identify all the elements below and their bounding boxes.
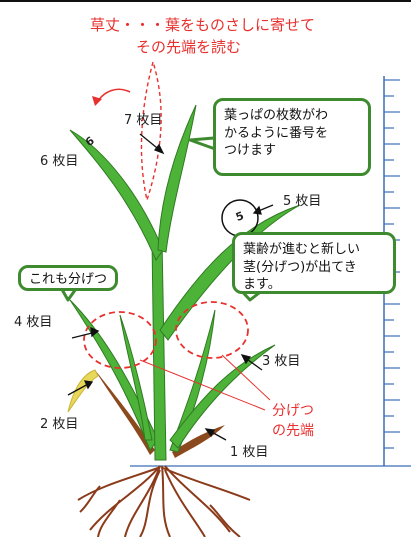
callout-tiller-too: これも分げつ bbox=[18, 265, 118, 291]
callout-tiller-age: 葉齢が進むと新しい 茎(分げつ)が出てき ます。 bbox=[232, 232, 396, 294]
tiller-left bbox=[119, 314, 153, 441]
leaf-5 bbox=[159, 204, 301, 341]
callout-numbering: 葉っぱの枚数がわ かるように番号を つけます bbox=[213, 98, 371, 176]
leaf-2-label: 2 枚目 bbox=[40, 417, 79, 432]
measuring-ruler bbox=[130, 76, 411, 467]
leaf-3 bbox=[169, 344, 276, 449]
tiller-ellipse-left bbox=[83, 311, 157, 369]
curved-arrow-head bbox=[92, 96, 102, 106]
leaf-1-label: 1 枚目 bbox=[230, 445, 269, 460]
measured-leaf-outline bbox=[140, 59, 162, 203]
label-arrows bbox=[67, 133, 274, 441]
leaf-7 bbox=[157, 104, 197, 253]
tiller-tip-label-line1: 分げつ bbox=[272, 403, 314, 419]
leaf-3-label: 3 枚目 bbox=[262, 354, 301, 369]
diagram-title-line2: その先端を読む bbox=[136, 38, 242, 56]
leaf-6 bbox=[69, 129, 164, 262]
pointer-line-right bbox=[221, 354, 271, 401]
diagram-title-line1: 草丈・・・葉をものさしに寄せて bbox=[90, 16, 316, 34]
leaf-7-label: 7 枚目 bbox=[124, 113, 163, 128]
pointer-line-left bbox=[139, 359, 266, 411]
leaf-5-label: 5 枚目 bbox=[283, 194, 322, 209]
plant-leaves bbox=[67, 104, 301, 461]
leaf-6-label: 6 枚目 bbox=[40, 154, 79, 169]
leaf-4 bbox=[69, 299, 159, 451]
leaf-2-yellow bbox=[67, 369, 99, 413]
leaf-4-label: 4 枚目 bbox=[14, 315, 53, 330]
curved-arrow bbox=[95, 88, 131, 105]
tiller-tip-label-line2: の先端 bbox=[272, 423, 314, 439]
tiller-ellipse-right bbox=[175, 301, 249, 359]
roots bbox=[77, 465, 251, 537]
leaf-2-sheath bbox=[95, 370, 155, 455]
